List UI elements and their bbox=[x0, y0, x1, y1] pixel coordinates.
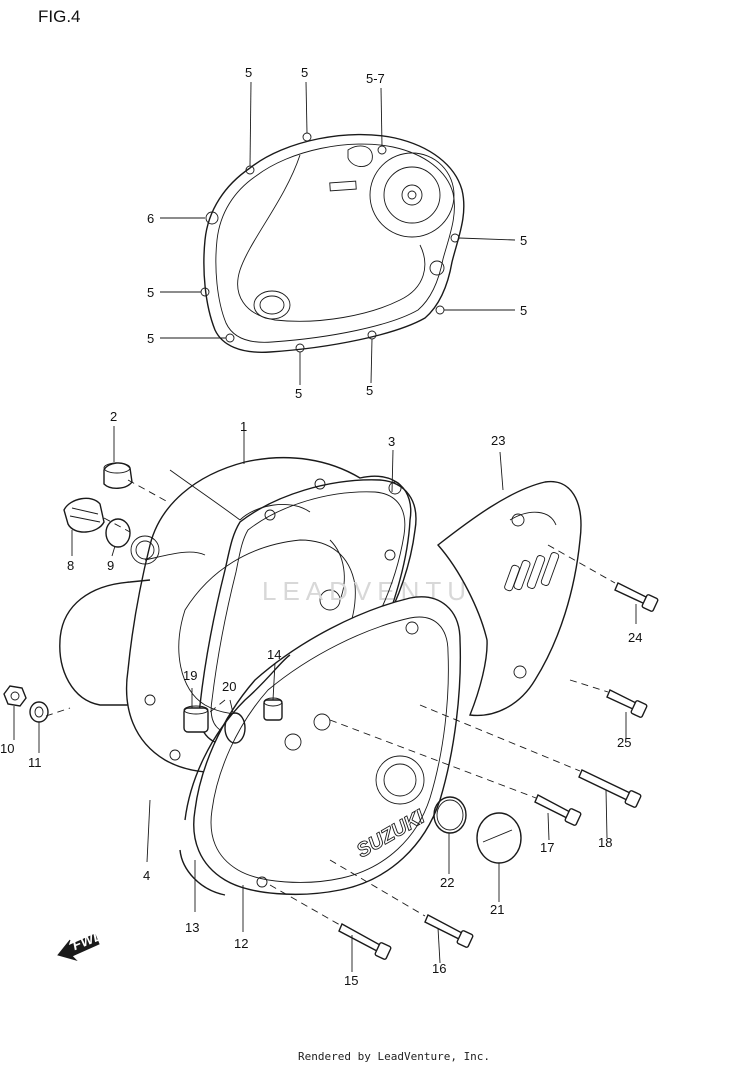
callout-12: 12 bbox=[234, 936, 248, 951]
o-ring-part-20 bbox=[224, 712, 246, 744]
callout-10: 10 bbox=[0, 741, 14, 756]
cover-guard-part-23 bbox=[436, 480, 582, 717]
callout-15: 15 bbox=[344, 973, 358, 988]
plug-part-2 bbox=[103, 462, 133, 489]
figure-title: FIG.4 bbox=[38, 7, 81, 26]
bolt-part-17 bbox=[534, 794, 582, 826]
front-arrow-icon: FWD bbox=[57, 926, 105, 961]
plug-part-19 bbox=[183, 705, 209, 733]
gasket-part-13 bbox=[179, 654, 291, 896]
callout-25: 25 bbox=[617, 735, 631, 750]
callout-14: 14 bbox=[267, 647, 281, 662]
callout-5: 5 bbox=[301, 65, 308, 80]
bolt-part-15 bbox=[338, 923, 392, 960]
callout-21: 21 bbox=[490, 902, 504, 917]
callout-5: 5 bbox=[295, 386, 302, 401]
callout-19: 19 bbox=[183, 668, 197, 683]
callout-18: 18 bbox=[598, 835, 612, 850]
callout-5: 5 bbox=[366, 383, 373, 398]
callout-1: 1 bbox=[240, 419, 247, 434]
callout-6: 6 bbox=[147, 211, 154, 226]
callout-13: 13 bbox=[185, 920, 199, 935]
callout-9: 9 bbox=[107, 558, 114, 573]
callout-5: 5 bbox=[245, 65, 252, 80]
washer-part-11 bbox=[29, 701, 49, 723]
callout-5-7: 5-7 bbox=[366, 71, 385, 86]
drain-bolt-part-10 bbox=[3, 685, 27, 707]
callout-5: 5 bbox=[147, 285, 154, 300]
callout-22: 22 bbox=[440, 875, 454, 890]
callout-2: 2 bbox=[110, 409, 117, 424]
part-leaders bbox=[13, 422, 637, 972]
cover-cap-part-21 bbox=[476, 812, 522, 864]
callout-24: 24 bbox=[628, 630, 642, 645]
bolt-part-25 bbox=[606, 689, 648, 718]
bolt-part-16 bbox=[424, 914, 474, 948]
callout-4: 4 bbox=[143, 868, 150, 883]
render-credit: Rendered by LeadVenture, Inc. bbox=[298, 1050, 490, 1063]
bolt-part-18 bbox=[578, 769, 642, 808]
callout-8: 8 bbox=[67, 558, 74, 573]
callout-16: 16 bbox=[432, 961, 446, 976]
callout-5: 5 bbox=[520, 303, 527, 318]
clutch-cover-gasket bbox=[200, 132, 465, 353]
callout-5: 5 bbox=[520, 233, 527, 248]
o-ring-part-22 bbox=[433, 796, 467, 834]
callout-3: 3 bbox=[388, 434, 395, 449]
bolt-part-24 bbox=[614, 582, 659, 612]
dowel-pin-part-14 bbox=[263, 697, 283, 721]
gasket-leaders bbox=[160, 81, 516, 385]
callout-17: 17 bbox=[540, 840, 554, 855]
o-ring-part-9 bbox=[105, 518, 131, 548]
filler-cap-part-8 bbox=[63, 497, 105, 533]
callout-5: 5 bbox=[147, 331, 154, 346]
dashed-bolt-paths bbox=[269, 544, 616, 926]
callout-11: 11 bbox=[28, 755, 42, 770]
callout-20: 20 bbox=[222, 679, 236, 694]
callout-23: 23 bbox=[491, 433, 505, 448]
